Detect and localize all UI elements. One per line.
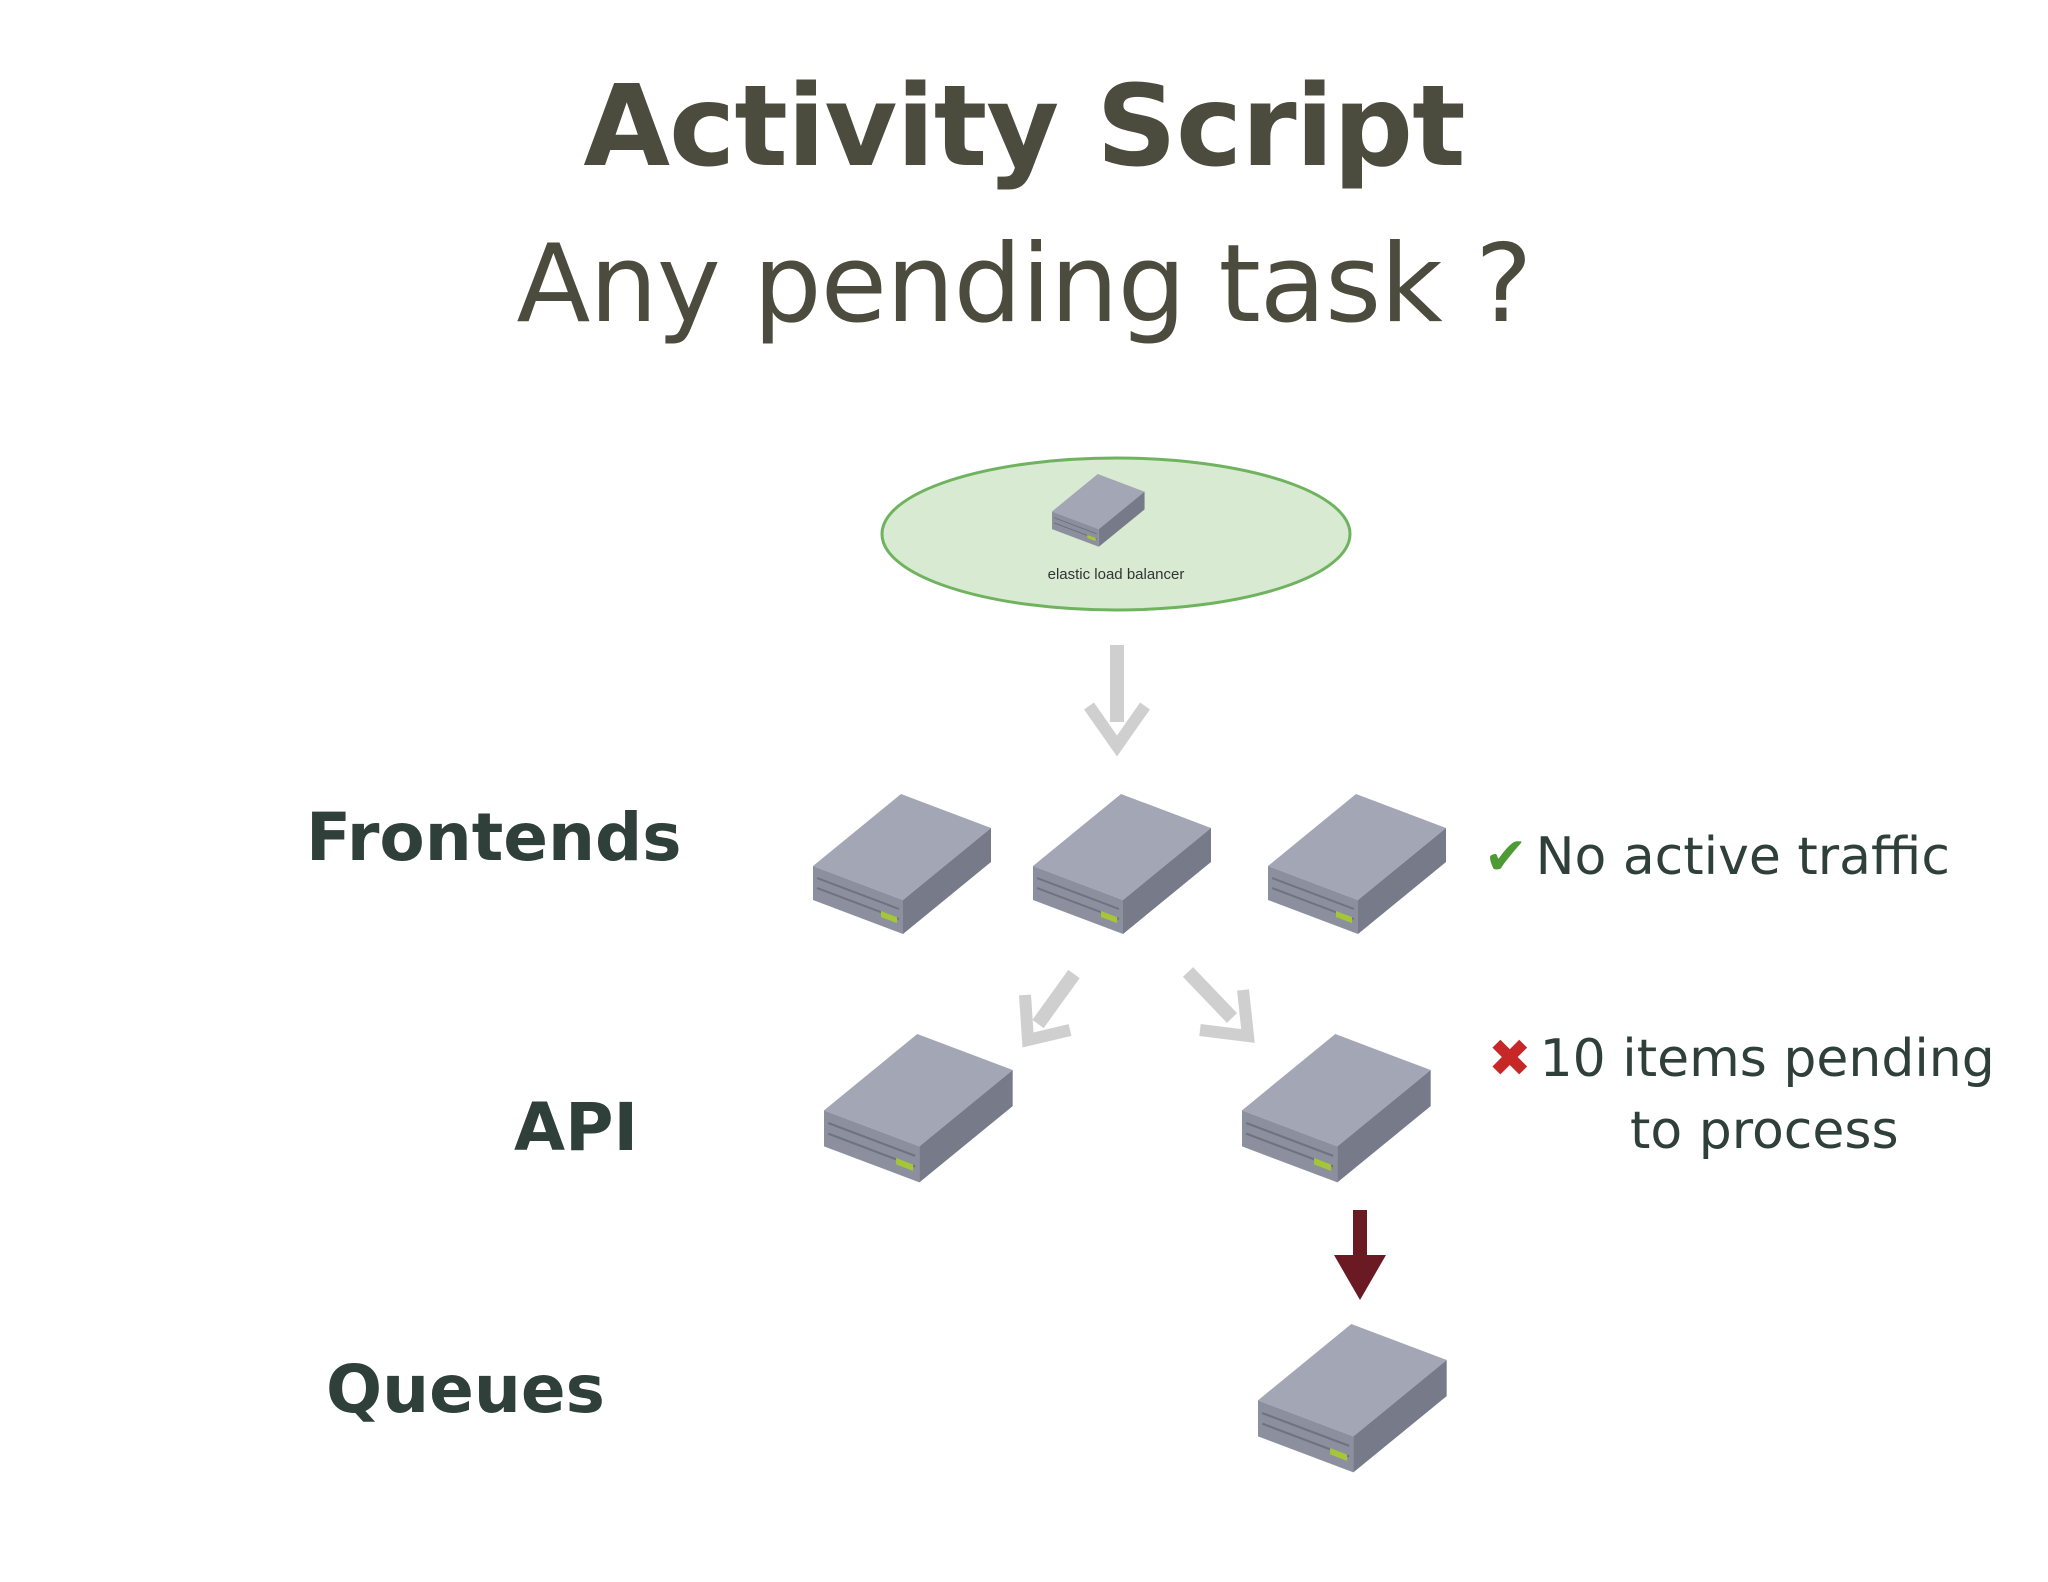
api-status: ✖10 items pending — [1488, 1024, 1995, 1094]
row-label-frontends: Frontends — [306, 799, 682, 876]
check-icon: ✔ — [1484, 827, 1528, 887]
cross-icon: ✖ — [1488, 1029, 1532, 1089]
frontend-server-3 — [1267, 793, 1447, 935]
arrow-api-to-queue — [1334, 1210, 1386, 1300]
load-balancer-label: elastic load balancer — [1048, 566, 1185, 583]
load-balancer-node: elastic load balancer — [880, 456, 1352, 612]
row-label-queues: Queues — [326, 1351, 605, 1428]
row-label-api: API — [514, 1089, 639, 1166]
api-status-line2: to process — [1630, 1101, 1899, 1161]
api-status-line2-wrap: to process — [1630, 1096, 1899, 1166]
frontend-server-1 — [812, 793, 992, 935]
frontend-server-2 — [1032, 793, 1212, 935]
api-server-2 — [1240, 1032, 1432, 1184]
load-balancer-ellipse — [880, 456, 1352, 612]
frontends-status: ✔No active traffic — [1484, 822, 1950, 892]
slide-title: Activity Script — [583, 62, 1465, 192]
arrow-lb-to-frontends — [1084, 645, 1150, 757]
api-status-line1: 10 items pending — [1539, 1029, 1995, 1089]
arrow-frontend-to-api-right — [1182, 967, 1255, 1043]
queue-server — [1256, 1322, 1448, 1474]
api-server-1 — [822, 1032, 1014, 1184]
frontends-status-text: No active traffic — [1535, 827, 1950, 887]
slide-subtitle: Any pending task ? — [516, 222, 1533, 347]
arrow-frontend-to-api-left — [1019, 969, 1080, 1048]
